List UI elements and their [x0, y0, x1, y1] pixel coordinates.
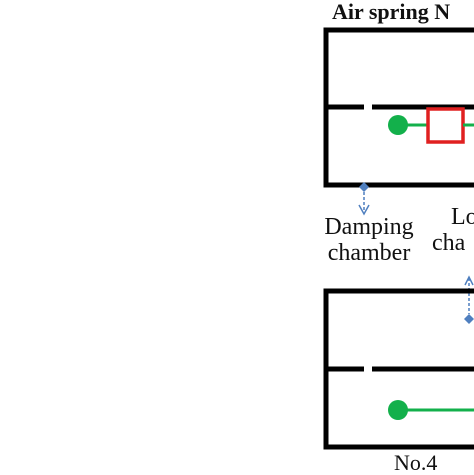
load-line1: Lo [451, 204, 474, 230]
damping-line1: Damping [324, 214, 414, 240]
bottom-green-node [388, 400, 408, 420]
blue-diamond-icon [359, 182, 369, 192]
load-chamber-label: Lo cha [432, 205, 474, 255]
load-pointer [464, 275, 474, 324]
damping-pointer [358, 182, 370, 216]
blue-diamond-icon [464, 314, 474, 324]
top-green-node [388, 115, 408, 135]
top-red-valve [426, 107, 465, 144]
damping-chamber-label: Damping chamber [314, 215, 424, 265]
bottom-air-spring [323, 288, 474, 450]
arrow-up-icon [464, 275, 474, 286]
damping-line2: chamber [327, 240, 411, 266]
load-line2: cha [432, 230, 466, 256]
arrow-down-icon [358, 204, 370, 216]
bottom-title: No.4 [394, 450, 438, 475]
top-air-spring [323, 27, 474, 188]
top-title: Air spring N [332, 0, 451, 24]
